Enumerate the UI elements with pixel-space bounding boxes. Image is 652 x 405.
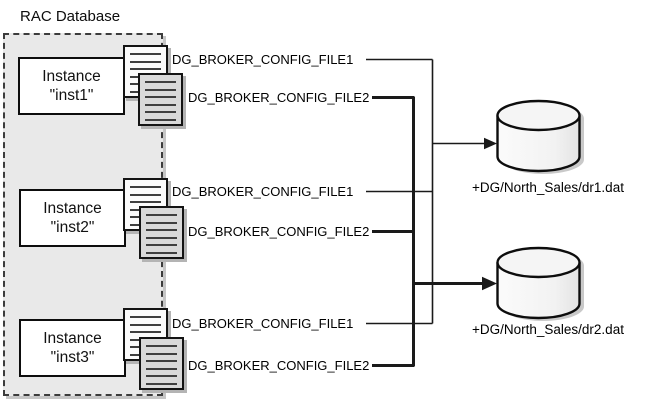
config-file2-label-inst3: DG_BROKER_CONFIG_FILE2 — [188, 358, 370, 373]
config-file2-label-inst1: DG_BROKER_CONFIG_FILE2 — [188, 90, 370, 105]
instance-name: Instance — [43, 200, 102, 217]
config-file1-label-inst3: DG_BROKER_CONFIG_FILE1 — [172, 316, 354, 331]
instance-name: Instance — [43, 330, 102, 347]
config-file2-label-inst2: DG_BROKER_CONFIG_FILE2 — [188, 224, 370, 239]
arrow-to-dr1-head-icon — [484, 137, 497, 150]
instance-id: "inst2" — [50, 219, 95, 236]
storage-path-dr2: +DG/North_Sales/dr2.dat — [472, 322, 624, 337]
config-file2-connectors — [372, 96, 483, 367]
rac-database-title: RAC Database — [20, 8, 121, 25]
config-file2-doc-icon — [139, 337, 184, 390]
config-file1-connectors — [366, 58, 485, 325]
config-file1-label-inst1: DG_BROKER_CONFIG_FILE1 — [172, 52, 354, 67]
instance-name: Instance — [42, 68, 101, 85]
instance-box-inst2: Instance "inst2" — [19, 189, 126, 247]
instance-box-inst3: Instance "inst3" — [19, 319, 126, 377]
instance-box-inst1: Instance "inst1" — [18, 57, 125, 115]
config-file2-doc-icon — [138, 73, 183, 126]
config-file2-doc-icon — [139, 206, 184, 259]
arrow-to-dr2-head-icon — [482, 276, 497, 291]
storage-path-dr1: +DG/North_Sales/dr1.dat — [472, 180, 624, 195]
database-cylinder-dr2-icon — [496, 246, 584, 321]
instance-id: "inst3" — [50, 349, 95, 366]
database-cylinder-dr1-icon — [496, 99, 584, 174]
config-file1-label-inst2: DG_BROKER_CONFIG_FILE1 — [172, 184, 354, 199]
instance-id: "inst1" — [49, 87, 94, 104]
